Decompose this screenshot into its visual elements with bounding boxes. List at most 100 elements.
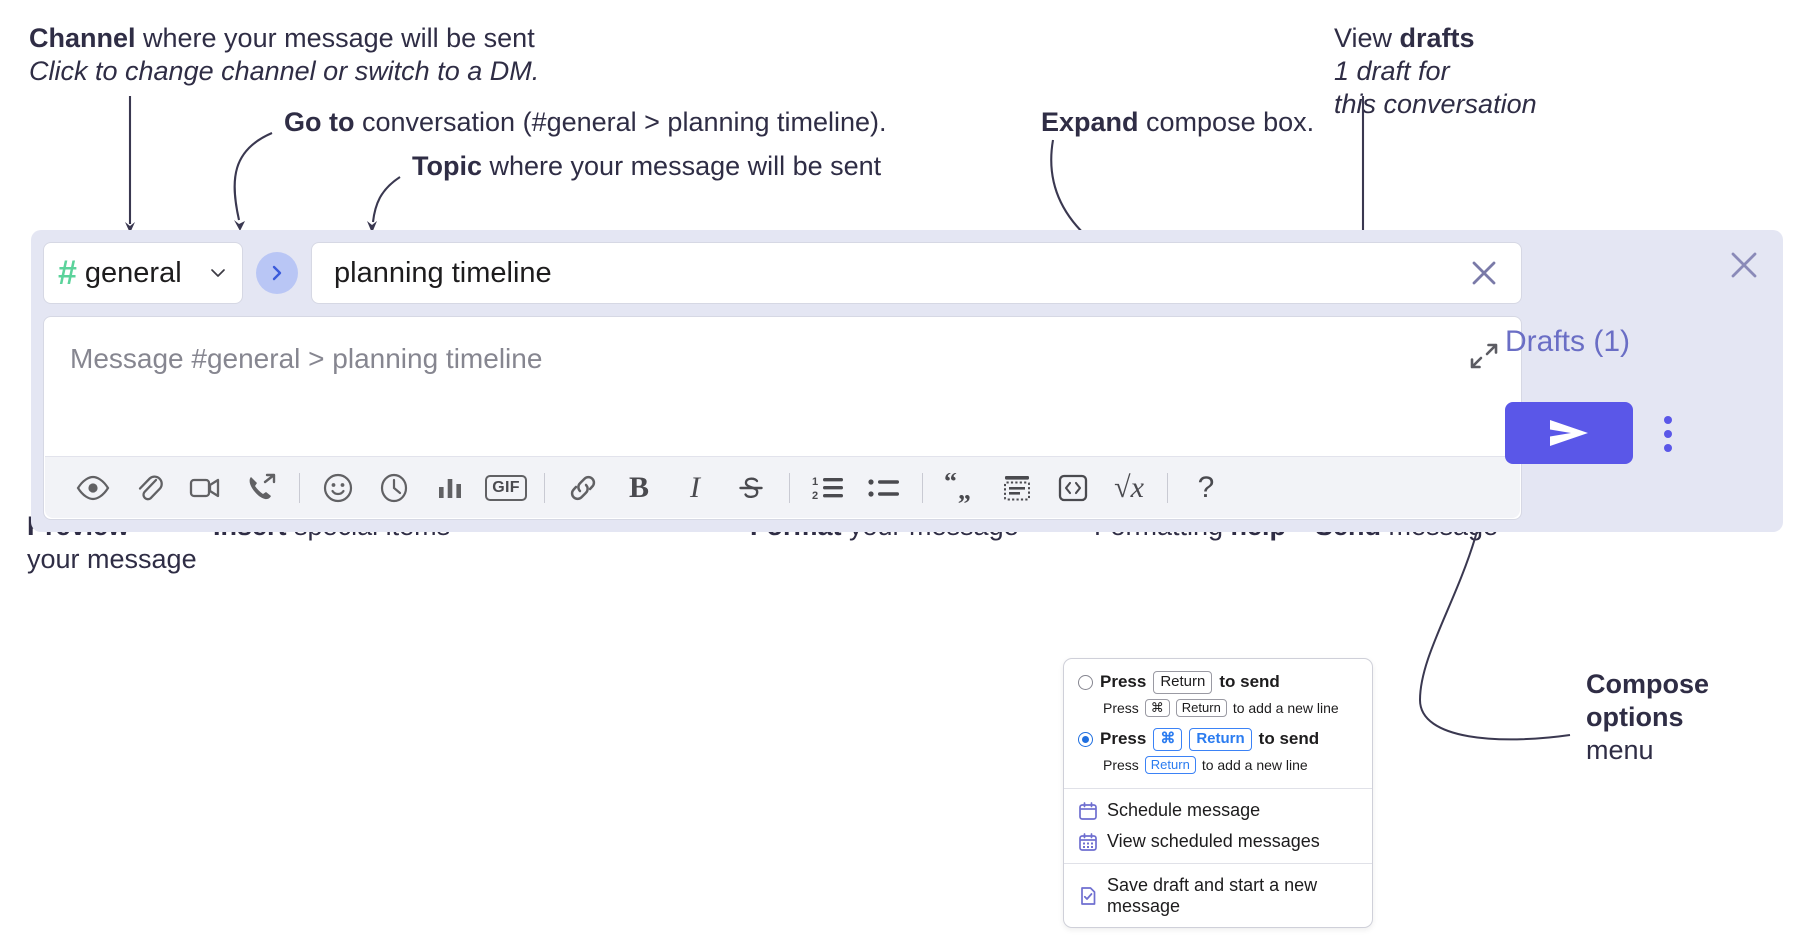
- radio-selected-icon[interactable]: [1078, 731, 1093, 747]
- schedule-message-item[interactable]: Schedule message: [1064, 795, 1372, 826]
- send-option-cmd-return-sub: Press Return to add a new line: [1064, 754, 1372, 782]
- annotation-goto-bold: Go to: [284, 107, 355, 137]
- annotation-drafts: View drafts 1 draft for this conversatio…: [1334, 22, 1804, 121]
- schedule-button[interactable]: [366, 465, 422, 511]
- send-option-return-post: to send: [1219, 672, 1280, 692]
- strikethrough-button[interactable]: [723, 465, 779, 511]
- annotation-topic-rest: where your message will be sent: [482, 151, 882, 181]
- bold-button[interactable]: B: [611, 465, 667, 511]
- huddle-button[interactable]: [233, 465, 289, 511]
- drafts-link[interactable]: Drafts (1): [1505, 325, 1631, 358]
- send-option-return[interactable]: Press Return to send: [1064, 668, 1372, 697]
- compose-options-menu: Press Return to send Press ⌘ Return to a…: [1063, 658, 1373, 928]
- annotation-topic-bold: Topic: [412, 151, 482, 181]
- chevron-down-icon: [208, 263, 228, 283]
- link-button[interactable]: [555, 465, 611, 511]
- annotation-drafts-bold: drafts: [1399, 23, 1475, 53]
- svg-text:“: “: [944, 473, 957, 496]
- view-scheduled-messages-label: View scheduled messages: [1107, 831, 1320, 851]
- eye-icon: [76, 475, 110, 500]
- numbered-list-icon: 1 2: [812, 476, 843, 502]
- view-scheduled-messages-item[interactable]: View scheduled messages: [1064, 826, 1372, 857]
- italic-button[interactable]: I: [667, 465, 723, 511]
- blockquote-button[interactable]: “ „: [933, 465, 989, 511]
- bullet-list-icon: [868, 478, 899, 497]
- send-option-cmd-return-post: to send: [1258, 729, 1320, 749]
- gif-label: GIF: [485, 474, 527, 501]
- math-label: √x: [1114, 470, 1144, 504]
- menu-divider-2: [1064, 863, 1372, 864]
- send-option-cmd-return-sub-post: to add a new line: [1201, 756, 1308, 773]
- hash-icon: #: [58, 254, 77, 292]
- annotation-channel-rest: where your message will be sent: [135, 23, 535, 53]
- separator-4: [922, 472, 923, 503]
- annotation-topic: Topic where your message will be sent: [412, 150, 1112, 183]
- formatting-help-button[interactable]: ?: [1178, 465, 1234, 511]
- channel-selector[interactable]: # general: [43, 242, 243, 304]
- close-icon[interactable]: [1727, 248, 1761, 282]
- paperclip-icon: [138, 475, 163, 500]
- send-button[interactable]: [1505, 402, 1633, 464]
- math-button[interactable]: √x: [1101, 465, 1157, 511]
- poll-button[interactable]: [422, 465, 478, 511]
- separator-3: [789, 472, 790, 503]
- annotation-goto-rest: conversation (#general > planning timeli…: [354, 107, 887, 137]
- close-icon[interactable]: [1467, 256, 1501, 290]
- gif-button[interactable]: GIF: [478, 465, 534, 511]
- formatting-toolbar: GIF B I: [45, 456, 1520, 518]
- annotation-preview-rest: your message: [27, 543, 197, 574]
- annotation-channel: Channel where your message will be sent …: [29, 22, 649, 88]
- smiley-icon: [323, 473, 353, 502]
- compose-panel: # general planning timeline: [31, 230, 1783, 532]
- compose-header-row: # general planning timeline: [43, 242, 1522, 304]
- clock-icon: [380, 473, 408, 502]
- topic-input[interactable]: planning timeline: [311, 242, 1522, 304]
- key-return-3: Return: [1189, 728, 1252, 751]
- annotation-expand-bold: Expand: [1041, 107, 1139, 137]
- send-option-cmd-return[interactable]: Press ⌘ Return to send: [1064, 725, 1372, 754]
- code-block-button[interactable]: [989, 465, 1045, 511]
- menu-divider-1: [1064, 788, 1372, 789]
- annotation-expand: Expand compose box.: [1041, 106, 1501, 139]
- more-options-icon[interactable]: [1663, 416, 1673, 452]
- document-check-icon: [1078, 886, 1098, 906]
- annotation-goto: Go to conversation (#general > planning …: [284, 106, 984, 139]
- key-command-2: ⌘: [1153, 728, 1183, 751]
- calendar-icon: [1078, 801, 1098, 821]
- key-command: ⌘: [1144, 698, 1170, 717]
- annotation-drafts-italic2: this conversation: [1334, 88, 1537, 119]
- key-return-2: Return: [1175, 698, 1227, 717]
- send-option-cmd-return-pre: Press: [1100, 729, 1147, 749]
- goto-conversation-button[interactable]: [256, 252, 298, 294]
- bulleted-list-button[interactable]: [856, 465, 912, 511]
- expand-icon[interactable]: [1469, 341, 1499, 371]
- attach-button[interactable]: [121, 465, 177, 511]
- send-option-return-sub: Press ⌘ Return to add a new line: [1064, 697, 1372, 725]
- video-button[interactable]: [177, 465, 233, 511]
- message-input-container[interactable]: Message #general > planning timeline: [43, 316, 1522, 520]
- annotation-drafts-pre: View: [1334, 23, 1400, 53]
- emoji-button[interactable]: [310, 465, 366, 511]
- phone-arrow-icon: [249, 473, 276, 499]
- compose-inner: # general planning timeline: [43, 242, 1522, 520]
- annotation-channel-bold: Channel: [29, 23, 136, 53]
- send-option-return-sub-pre: Press: [1103, 699, 1139, 716]
- preview-button[interactable]: [65, 465, 121, 511]
- code-block-icon: [1004, 475, 1030, 500]
- key-return: Return: [1153, 671, 1213, 694]
- annotation-expand-rest: compose box.: [1138, 107, 1315, 137]
- chevron-right-icon: [272, 265, 282, 281]
- svg-text:1: 1: [812, 476, 818, 488]
- send-option-cmd-return-sub-pre: Press: [1103, 756, 1139, 773]
- radio-unselected-icon[interactable]: [1078, 674, 1093, 690]
- save-draft-item[interactable]: Save draft and start a new message: [1064, 870, 1372, 927]
- svg-text:2: 2: [812, 490, 818, 502]
- ordered-list-button[interactable]: 1 2: [800, 465, 856, 511]
- quote-icon: “ „: [944, 473, 971, 503]
- separator-2: [544, 472, 545, 503]
- annotation-compose-options-bold1: Compose: [1586, 669, 1710, 699]
- message-placeholder: Message #general > planning timeline: [70, 343, 543, 374]
- code-button[interactable]: [1045, 465, 1101, 511]
- annotation-compose-options-rest: menu: [1586, 734, 1654, 765]
